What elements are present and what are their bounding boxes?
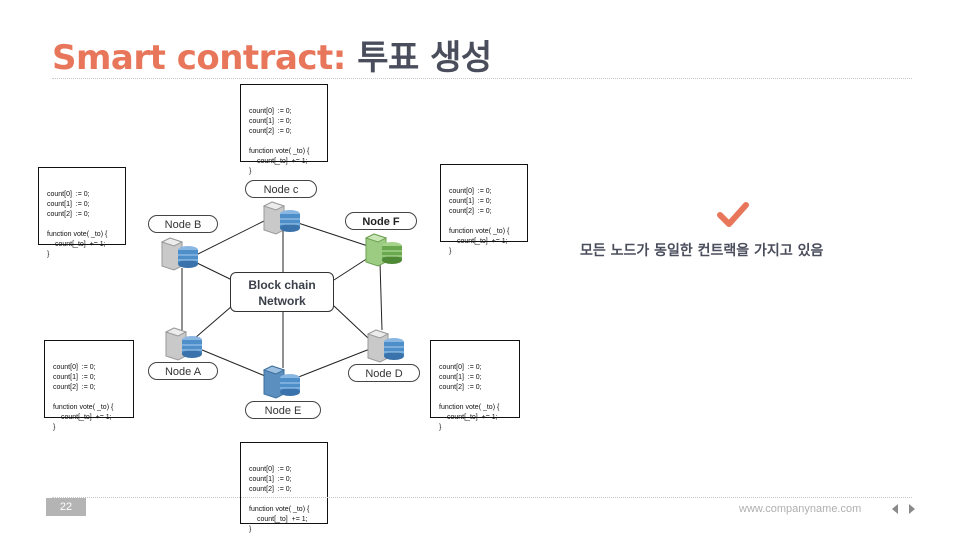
edge-f-d xyxy=(379,261,383,331)
server-icon xyxy=(262,365,300,399)
node-label-a: Node A xyxy=(148,362,218,380)
contract-code-box-d: count[0] := 0;count[1] := 0;count[2] := … xyxy=(430,340,520,431)
title-main: 투표 생성 xyxy=(357,38,492,78)
edge-b-c xyxy=(189,217,271,259)
network-label-line1: Block chain xyxy=(248,278,316,292)
edge-d-e xyxy=(295,344,381,379)
server-icon xyxy=(164,327,202,361)
arrow-left-icon[interactable] xyxy=(890,503,900,515)
node-label-c: Node c xyxy=(245,180,317,198)
checkmark-icon xyxy=(717,202,749,227)
edge-a-net xyxy=(194,305,233,339)
arrow-right-icon[interactable] xyxy=(907,503,917,515)
server-icon xyxy=(366,329,404,363)
edge-f-net xyxy=(333,257,369,281)
server-icon xyxy=(160,237,198,271)
blockchain-network-box: Block chain Network xyxy=(230,272,334,312)
edge-b-net xyxy=(194,261,233,281)
edge-d-net xyxy=(333,305,369,339)
node-label-f: Node F xyxy=(345,212,417,230)
title-accent: Smart contract: xyxy=(52,38,346,78)
summary-message: 모든 노드가 동일한 컨트랙을 가지고 있음 xyxy=(580,243,824,259)
server-icon xyxy=(364,233,402,267)
page-number: 22 xyxy=(46,498,86,516)
contract-code-box-b: count[0] := 0;count[1] := 0;count[2] := … xyxy=(38,167,126,258)
footer-url: www.companyname.com xyxy=(739,503,862,515)
footer-divider xyxy=(52,497,912,498)
node-label-d: Node D xyxy=(348,364,420,382)
title-divider xyxy=(52,78,912,79)
contract-code-box-c: count[0] := 0;count[1] := 0;count[2] := … xyxy=(240,84,328,175)
slide-title: Smart contract: 투표 생성 xyxy=(52,30,492,79)
edge-e-a xyxy=(189,344,271,379)
node-label-b: Node B xyxy=(148,215,218,233)
contract-code-box-a: count[0] := 0;count[1] := 0;count[2] := … xyxy=(44,340,134,431)
contract-code-box-e: count[0] := 0;count[1] := 0;count[2] := … xyxy=(240,442,328,533)
node-label-e: Node E xyxy=(245,401,321,419)
network-label-line2: Network xyxy=(258,294,306,308)
server-icon xyxy=(262,201,300,235)
contract-code-box-f: count[0] := 0;count[1] := 0;count[2] := … xyxy=(440,164,528,255)
